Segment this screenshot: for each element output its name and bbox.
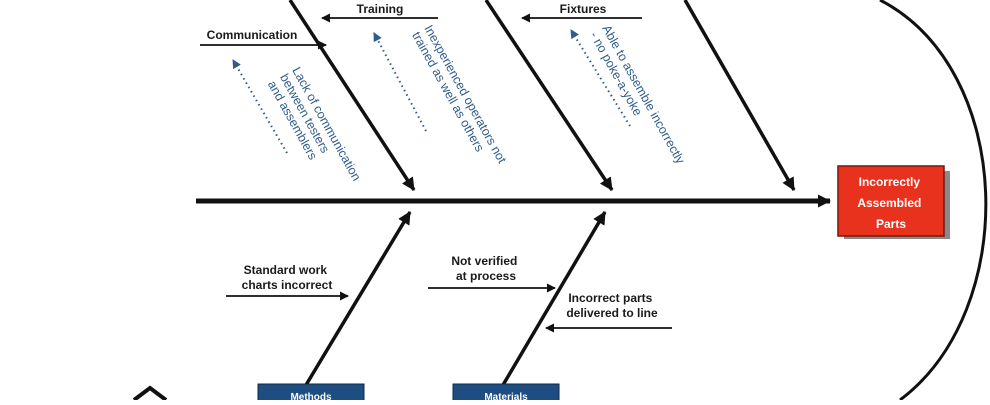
cause-incorrect-parts: Incorrect parts delivered to line: [566, 291, 658, 320]
methods-label: Methods: [290, 392, 332, 400]
bone-upper-3: [683, 0, 796, 191]
fish-head-outline: [879, 0, 988, 402]
cause-standard-work: Standard work charts incorrect: [242, 263, 333, 292]
note-able-to-assemble: Able to assemble incorrectly - no poke-a…: [587, 23, 689, 176]
effect-label: Incorrectly Assembled Parts: [857, 175, 924, 231]
effect-box: [837, 165, 945, 237]
cause-communication: Communication: [207, 28, 298, 42]
note-arrow-fixtures: [570, 29, 631, 127]
note-lack-of-communication: Lack of communication between testers an…: [265, 65, 365, 200]
bone-lower-materials: [501, 211, 607, 386]
bone-upper-1: [288, 0, 416, 191]
cause-training: Training: [357, 2, 404, 16]
materials-label: Materials: [484, 392, 528, 400]
cause-not-verified: Not verified at process: [451, 254, 520, 283]
cause-fixtures: Fixtures: [560, 2, 607, 16]
bone-lower-methods: [304, 211, 412, 386]
bone-upper-2: [484, 0, 614, 191]
partial-shape: [132, 385, 168, 402]
note-arrow-training: [373, 32, 427, 132]
note-inexperienced-operators: Inexperienced operators not trained as w…: [409, 23, 511, 176]
